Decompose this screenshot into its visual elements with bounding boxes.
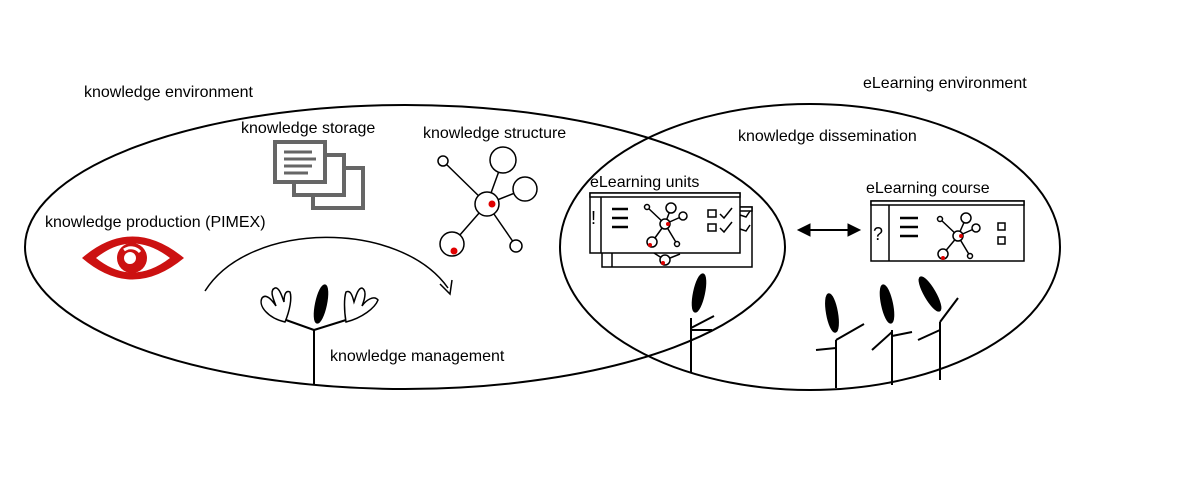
knowledge-flow-arrow (204, 236, 449, 292)
elearning-units-label: eLearning units (590, 174, 699, 191)
exclamation-glyph: ! (591, 208, 596, 228)
eye-icon (82, 236, 184, 280)
person-icon (871, 284, 913, 385)
person-with-hands-icon (260, 284, 379, 385)
elearning-course-window (870, 200, 1025, 262)
network-icon (437, 146, 538, 257)
knowledge-management-label: knowledge management (330, 348, 505, 365)
knowledge-dissemination-label: knowledge dissemination (738, 128, 917, 145)
knowledge-storage-label: knowledge storage (241, 120, 375, 137)
person-icon (917, 276, 959, 380)
person-icon (690, 273, 715, 372)
document-stack-icon (273, 140, 365, 210)
knowledge-environment-title: knowledge environment (84, 84, 254, 101)
knowledge-structure-label: knowledge structure (423, 125, 566, 142)
double-arrow-icon (796, 223, 862, 237)
elearning-units-window-stack (589, 192, 753, 268)
person-icon (815, 293, 865, 388)
elearning-environment-ellipse (559, 103, 1061, 391)
knowledge-environment-ellipse (24, 104, 786, 390)
elearning-course-label: eLearning course (866, 180, 990, 197)
elearning-environment-title: eLearning environment (863, 75, 1027, 92)
question-glyph: ? (873, 224, 883, 244)
knowledge-flow-arrowhead (439, 279, 453, 296)
knowledge-production-label: knowledge production (PIMEX) (45, 214, 266, 231)
